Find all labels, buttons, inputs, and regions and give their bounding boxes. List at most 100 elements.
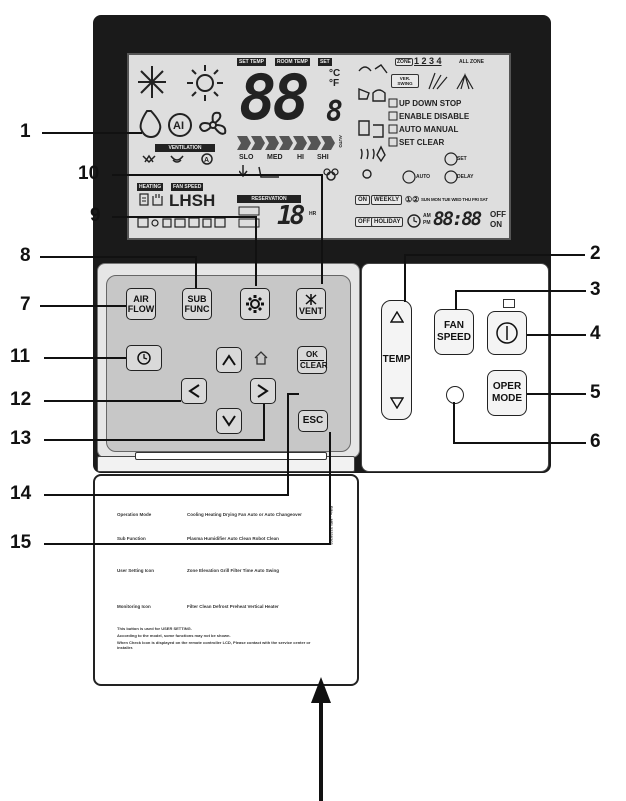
callout-number-1: 1	[20, 121, 31, 142]
swing-icons	[428, 72, 474, 90]
lhsh-label: LHSH	[169, 191, 216, 210]
pm-label: PM	[423, 220, 431, 226]
callout-line-12	[44, 400, 181, 402]
fan-speed-lcd-label: FAN SPEED	[171, 183, 204, 191]
reservation-icons	[238, 206, 260, 228]
set-clear-label: SET CLEAR	[399, 138, 445, 147]
reservation-digits: 18	[277, 201, 305, 231]
days-label: SUN MON TUE WED THU FRI SAT	[421, 197, 488, 202]
left-arrow-button[interactable]	[181, 378, 207, 404]
callout-line-14-v	[287, 393, 289, 496]
card-note-1: This button is used for USER SETTING.	[117, 626, 192, 631]
callout-line-11	[44, 357, 126, 359]
callout-number-6: 6	[590, 431, 601, 452]
schedule-icon: ①②	[405, 195, 420, 204]
temperature-decimal: 8	[326, 95, 343, 128]
room-temp-label: ROOM TEMP	[275, 58, 310, 66]
am-label: AM	[423, 213, 431, 219]
callout-line-13	[44, 439, 264, 441]
heating-label: HEATING	[137, 183, 164, 191]
callout-line-15	[44, 543, 331, 545]
auto-small-label: AUTO	[416, 174, 431, 180]
timer-button[interactable]	[126, 345, 162, 371]
speed-slo: SLO	[239, 154, 254, 161]
callout-number-15: 15	[10, 532, 32, 553]
reservation-label: RESERVATION	[237, 195, 301, 203]
callout-number-2: 2	[590, 243, 601, 264]
callout-number-8: 8	[20, 245, 31, 266]
callout-line-6-v	[453, 402, 455, 444]
heating-icon	[187, 65, 223, 101]
callout-line-3-v	[455, 290, 457, 310]
ai-icon	[168, 113, 192, 137]
off-on-top: OFF	[490, 210, 506, 219]
delay-label: DELAY	[457, 174, 474, 180]
card-note-2: According to the model, some functions m…	[117, 633, 231, 638]
lcd-display: AI VENTILATION A SET TEMP ROOM TEMP SET …	[127, 53, 511, 240]
callout-line-9-v	[255, 216, 257, 286]
right-column-icons	[358, 64, 388, 179]
all-zone-label: ALL ZONE	[459, 59, 484, 65]
card-row2-items: Plasma Humidifier Auto Clean Robot Clean	[187, 536, 279, 541]
callout-line-7	[40, 305, 126, 307]
speed-hi: HI	[297, 154, 304, 161]
chevron-down-icon	[222, 415, 236, 427]
card-row1-items: Cooling Heating Drying Fan Auto or Auto …	[187, 512, 302, 517]
card-row4-items: Filter Clean Defrost Preheat Vertical He…	[187, 604, 279, 609]
sensor-indicator	[446, 386, 464, 404]
settings-button[interactable]	[240, 288, 270, 320]
callout-line-3	[456, 290, 586, 292]
chevron-up-icon	[222, 354, 236, 366]
fahrenheit-label: °F	[329, 78, 340, 89]
temp-button[interactable]: TEMP	[381, 300, 412, 420]
up-arrow-button[interactable]	[216, 347, 242, 373]
callout-number-4: 4	[590, 323, 601, 344]
right-arrow-button[interactable]	[250, 378, 276, 404]
insert-arrow-shaft	[319, 700, 323, 801]
clock-digits: 88:88	[433, 208, 482, 230]
timer-mode-icons	[402, 152, 458, 184]
callout-line-4	[527, 334, 586, 336]
callout-number-10: 10	[78, 163, 100, 184]
drying-icon	[139, 110, 162, 139]
triangle-up-icon	[389, 311, 404, 323]
power-button[interactable]	[487, 311, 527, 355]
power-indicator-led	[503, 299, 515, 308]
callout-line-10-v	[321, 174, 323, 284]
enable-disable-label: ENABLE DISABLE	[399, 112, 470, 121]
vent-button[interactable]: VENT	[296, 288, 326, 320]
hinge-bar	[135, 452, 327, 460]
hour-label: HR	[309, 211, 317, 217]
card-part-number: P/No.: MFL32338203	[329, 506, 334, 545]
speed-shi: SHI	[317, 154, 329, 161]
heater-icons	[139, 193, 163, 206]
callout-line-10	[112, 174, 322, 176]
mode-icons: AI	[138, 65, 227, 139]
on-label: ON	[355, 195, 370, 205]
callout-line-8-v	[195, 256, 197, 288]
vertical-swing-label: VER. SWING	[391, 74, 419, 88]
ok-clear-button[interactable]: OK CLEAR	[297, 346, 328, 374]
svg-text:AI: AI	[173, 120, 184, 132]
set-small-label: SET	[457, 156, 467, 162]
callout-line-6	[453, 442, 586, 444]
gear-icon	[246, 295, 264, 313]
weekly-label: WEEKLY	[371, 195, 403, 205]
temperature-digits: 88	[239, 61, 310, 134]
callout-line-14-h	[287, 393, 299, 395]
down-arrow-button[interactable]	[216, 408, 242, 434]
callout-line-14	[44, 494, 288, 496]
esc-button[interactable]: ESC	[298, 410, 328, 432]
auto-speed-label: AUTO	[338, 135, 343, 148]
zone-label: ZONE	[395, 58, 413, 66]
callout-line-13-v	[263, 404, 265, 441]
card-row-operation-mode: Operation Mode	[117, 512, 152, 517]
callout-number-3: 3	[590, 279, 601, 300]
card-row-sub-function: Sub Function	[117, 536, 146, 541]
insert-arrow-head	[311, 677, 331, 703]
callout-number-9: 9	[90, 205, 101, 226]
